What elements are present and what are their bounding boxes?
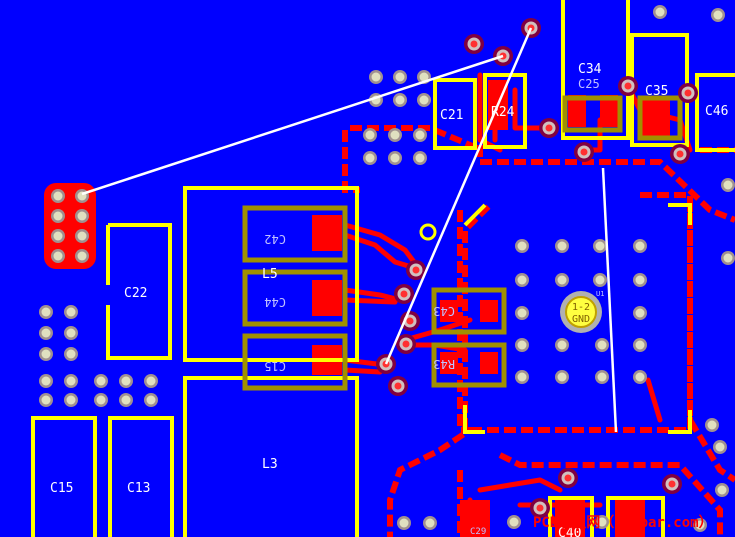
label-l5: L5 bbox=[262, 267, 278, 282]
gnd-pad-name-label: GND bbox=[572, 314, 590, 325]
label-r43: R43 bbox=[433, 357, 455, 371]
label-c34: C34 bbox=[578, 62, 602, 77]
silkscreen-outlines bbox=[31, 0, 735, 537]
label-c44: C44 bbox=[264, 295, 286, 309]
label-c21: C21 bbox=[440, 108, 463, 123]
label-l3: L3 bbox=[262, 457, 278, 472]
header-connector bbox=[44, 183, 96, 269]
smd-pads bbox=[312, 80, 670, 537]
gnd-test-pad[interactable]: 1-2 GND bbox=[560, 291, 602, 333]
label-c22: C22 bbox=[124, 286, 147, 301]
ratsnest-lines bbox=[81, 27, 618, 433]
label-c46: C46 bbox=[705, 104, 728, 119]
label-c35: C35 bbox=[645, 84, 668, 99]
label-r24: R24 bbox=[491, 105, 515, 120]
label-c15: C15 bbox=[50, 481, 73, 496]
label-c40: C40 bbox=[558, 526, 581, 537]
label-c15-small: C15 bbox=[264, 359, 286, 373]
label-c42: C42 bbox=[264, 232, 286, 246]
gnd-pad-net-label: 1-2 bbox=[572, 302, 590, 313]
label-c13: C13 bbox=[127, 481, 150, 496]
label-c25: C25 bbox=[578, 77, 600, 91]
watermark: PCB联盟网（Pcbbar.com） bbox=[533, 515, 713, 531]
label-c29: C29 bbox=[470, 527, 486, 537]
label-u1: U1 bbox=[596, 290, 604, 298]
label-c43: C43 bbox=[433, 304, 455, 318]
component-labels: C34 C25 C35 C46 C21 R24 C22 L5 C42 C44 C… bbox=[50, 62, 728, 537]
